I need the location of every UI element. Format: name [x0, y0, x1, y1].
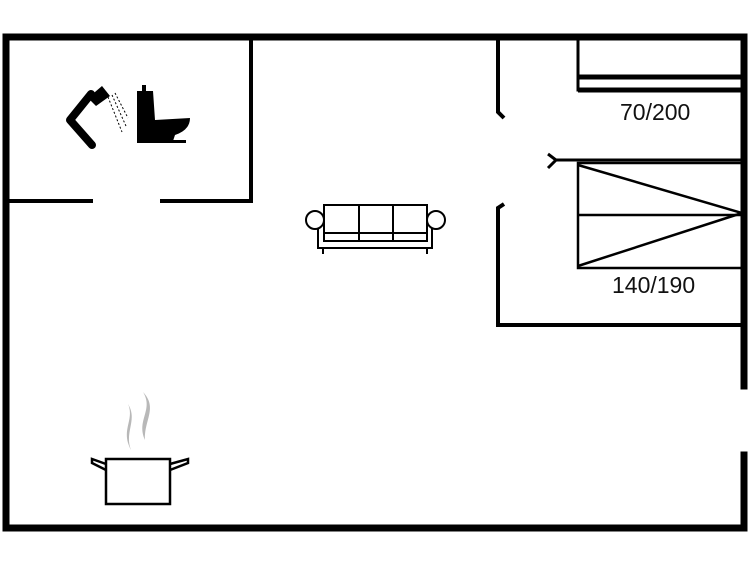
- shower-icon: [66, 86, 129, 149]
- bathroom-walls: [8, 38, 253, 203]
- sofa-icon: [305, 204, 446, 254]
- single-bed-size-label: 70/200: [620, 99, 691, 125]
- bedroom-walls: [496, 38, 744, 327]
- toilet-icon: [137, 85, 190, 143]
- cooking-pot-icon: [90, 392, 190, 506]
- double-bed-size-label: 140/190: [612, 272, 696, 298]
- single-bed: [576, 36, 744, 93]
- double-bed: [576, 161, 747, 270]
